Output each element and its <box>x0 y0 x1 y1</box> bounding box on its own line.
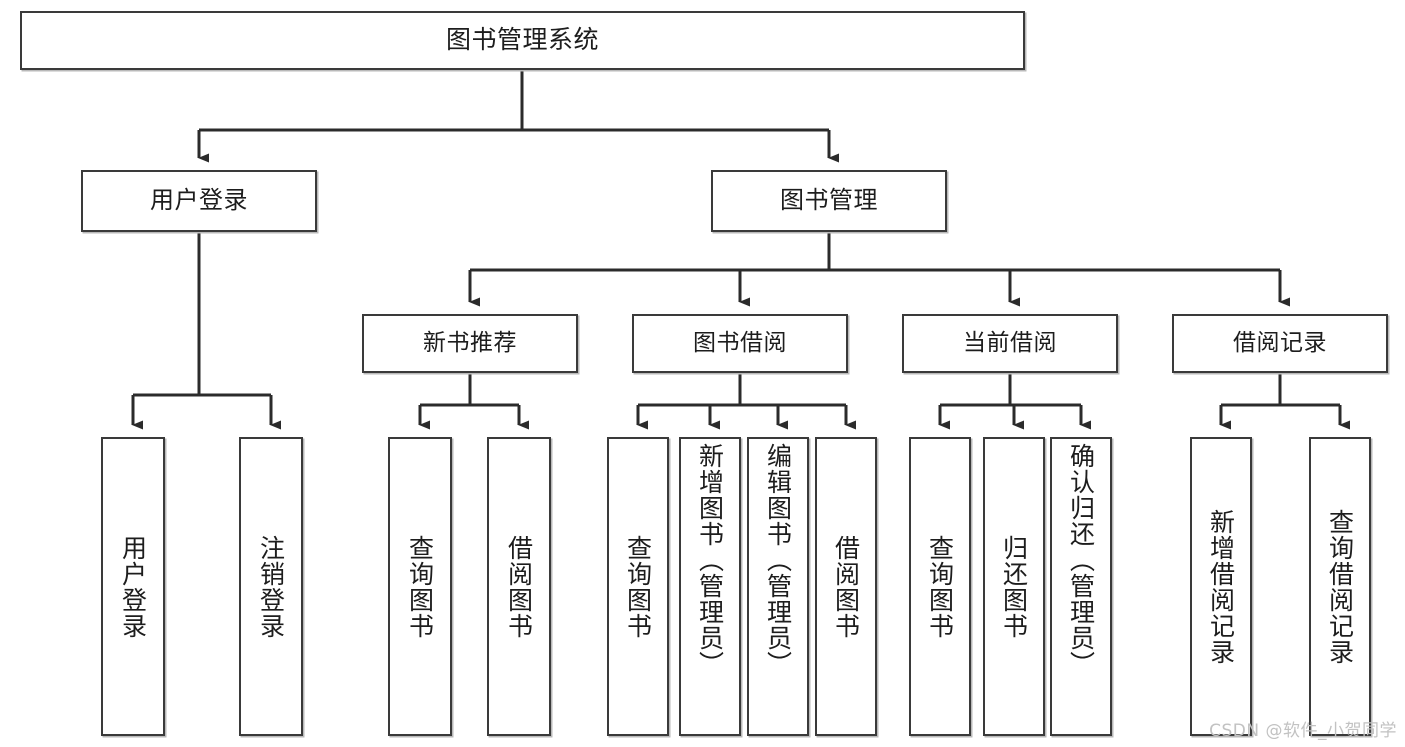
leaf-bb-add-book-admin-label: 新增图书（管理员） <box>695 443 725 677</box>
leaf-nbr-borrow-books-label: 借阅图书 <box>504 534 534 639</box>
node-root-system[interactable]: 图书管理系统 <box>20 11 1025 70</box>
node-user-login-label: 用户登录 <box>150 186 248 215</box>
leaf-nbr-query-books[interactable]: 查询图书 <box>388 437 452 736</box>
leaf-user-login[interactable]: 用户登录 <box>101 437 165 736</box>
node-new-book-recommend[interactable]: 新书推荐 <box>362 314 578 373</box>
leaf-nbr-query-books-label: 查询图书 <box>405 534 435 639</box>
leaf-br-query-record[interactable]: 查询借阅记录 <box>1309 437 1371 736</box>
leaf-br-add-record-label: 新增借阅记录 <box>1206 508 1236 665</box>
leaf-logout-label: 注销登录 <box>256 534 286 639</box>
node-new-book-recommend-label: 新书推荐 <box>423 330 517 357</box>
leaf-cb-return-books[interactable]: 归还图书 <box>983 437 1045 736</box>
leaf-bb-borrow-books[interactable]: 借阅图书 <box>815 437 877 736</box>
node-book-borrow-label: 图书借阅 <box>693 330 787 357</box>
csdn-watermark: CSDN @软件_小贺同学 <box>1209 721 1397 741</box>
leaf-bb-query-books-label: 查询图书 <box>623 534 653 639</box>
leaf-logout[interactable]: 注销登录 <box>239 437 303 736</box>
node-root-label: 图书管理系统 <box>445 25 599 55</box>
leaf-cb-confirm-return-admin[interactable]: 确认归还（管理员） <box>1050 437 1112 736</box>
leaf-br-query-record-label: 查询借阅记录 <box>1325 508 1355 665</box>
node-current-borrow-label: 当前借阅 <box>963 330 1057 357</box>
leaf-br-add-record[interactable]: 新增借阅记录 <box>1190 437 1252 736</box>
leaf-bb-add-book-admin[interactable]: 新增图书（管理员） <box>679 437 741 736</box>
node-book-management[interactable]: 图书管理 <box>711 170 947 232</box>
leaf-nbr-borrow-books[interactable]: 借阅图书 <box>487 437 551 736</box>
node-borrow-record-label: 借阅记录 <box>1233 330 1327 357</box>
leaf-bb-borrow-books-label: 借阅图书 <box>831 534 861 639</box>
leaf-cb-query-books-label: 查询图书 <box>925 534 955 639</box>
leaf-bb-query-books[interactable]: 查询图书 <box>607 437 669 736</box>
node-borrow-record[interactable]: 借阅记录 <box>1172 314 1388 373</box>
node-book-borrow[interactable]: 图书借阅 <box>632 314 848 373</box>
node-current-borrow[interactable]: 当前借阅 <box>902 314 1118 373</box>
node-book-management-label: 图书管理 <box>780 186 878 215</box>
leaf-bb-edit-book-admin[interactable]: 编辑图书（管理员） <box>747 437 809 736</box>
leaf-bb-edit-book-admin-label: 编辑图书（管理员） <box>763 443 793 677</box>
leaf-cb-confirm-return-admin-label: 确认归还（管理员） <box>1066 443 1096 677</box>
leaf-user-login-label: 用户登录 <box>118 534 148 639</box>
leaf-cb-query-books[interactable]: 查询图书 <box>909 437 971 736</box>
leaf-cb-return-books-label: 归还图书 <box>999 534 1029 639</box>
node-user-login[interactable]: 用户登录 <box>81 170 317 232</box>
